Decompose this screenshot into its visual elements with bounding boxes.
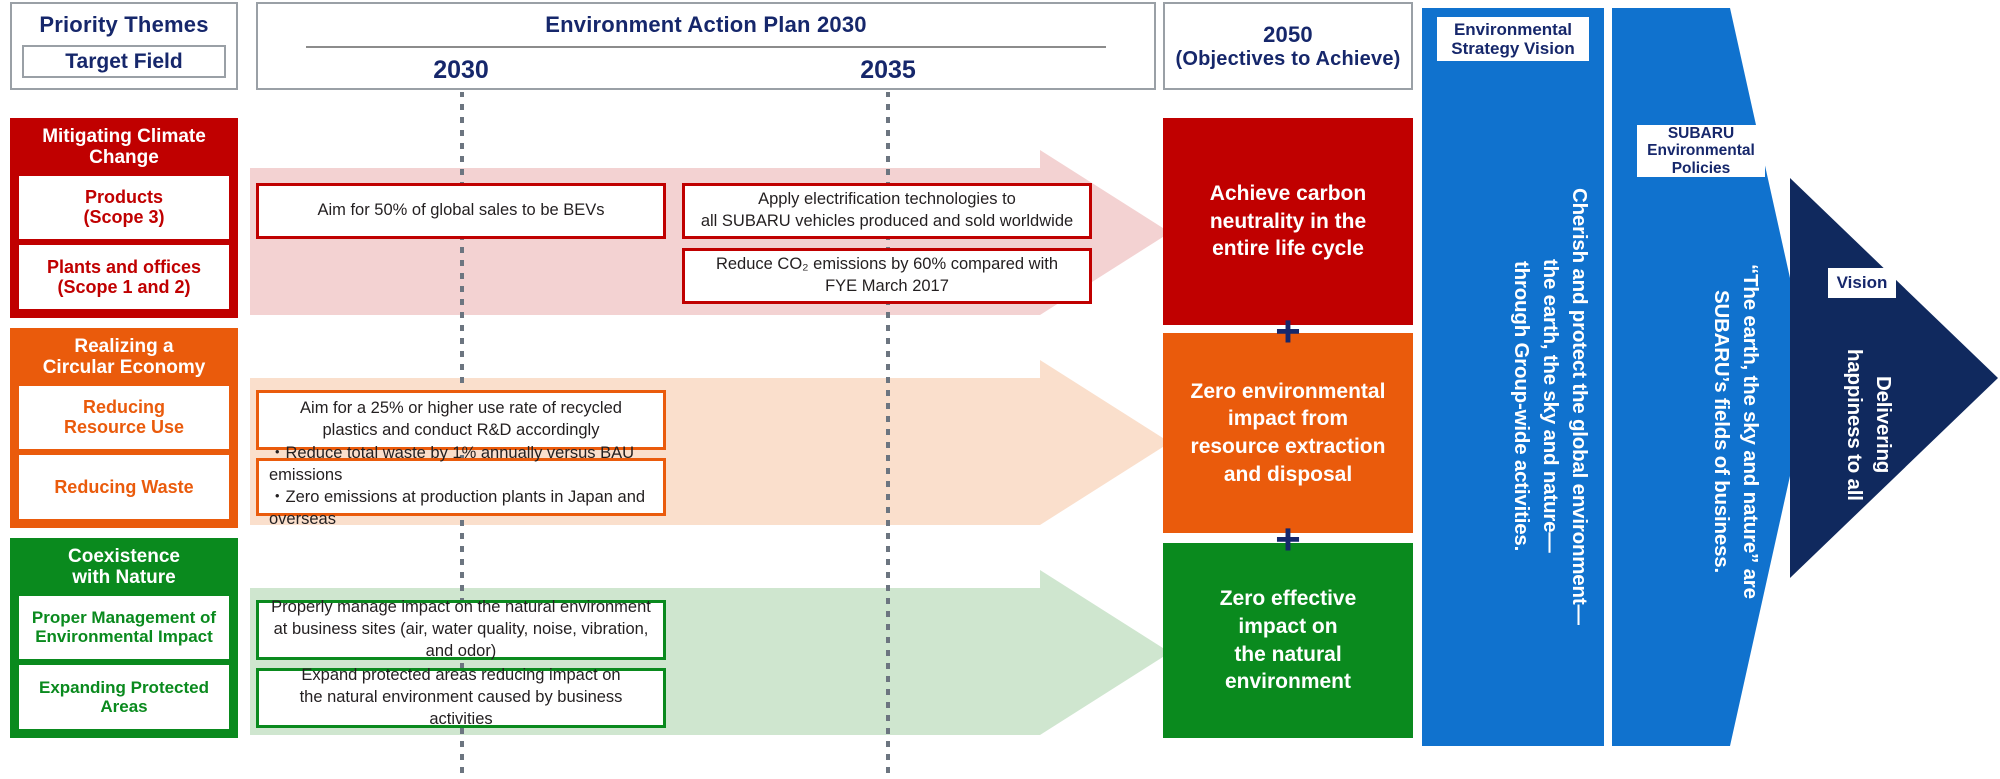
target-field-plants: Plants and offices (Scope 1 and 2) [19, 245, 229, 309]
environmental-strategy-vision-column [1422, 8, 1604, 746]
environmental-strategy-vision-text: Cherish and protect the global environme… [1434, 74, 1594, 738]
theme-title-climate: Mitigating Climate Change [42, 126, 206, 169]
target-field-plants-line2: (Scope 1 and 2) [57, 277, 191, 298]
objective-zero-env-line4: and disposal [1223, 462, 1353, 486]
action-box-waste-line1: ・Reduce total waste by 1% annually versu… [269, 444, 635, 485]
vision-text: Delivering happiness to all [1822, 305, 1898, 545]
action-box-protected-line1: Expand protected areas reducing impact o… [301, 666, 621, 685]
target-field-protected-line1: Expanding Protected [38, 678, 210, 698]
action-box-bev-2030: Aim for 50% of global sales to be BEVs [256, 183, 666, 239]
theme-title-circular-line2: Circular Economy [42, 357, 206, 379]
theme-title-line2: Change [89, 147, 159, 169]
objectives-year: 2050 [1263, 21, 1313, 47]
target-field-box: Target Field [22, 45, 226, 78]
target-field-products-line1: Products [84, 187, 163, 208]
action-box-electrification-2035: Apply electrification technologies to al… [682, 183, 1092, 239]
theme-title-nature-line2: with Nature [72, 567, 176, 589]
action-plan-title: Environment Action Plan 2030 [545, 12, 867, 37]
target-field-products-line2: (Scope 3) [83, 207, 165, 228]
subaru-environmental-policies-chip: SUBARU Environmental Policies [1637, 125, 1765, 177]
objective-carbon-line3: entire life cycle [1212, 237, 1364, 261]
objectives-subtitle: (Objectives to Achieve) [1175, 47, 1401, 70]
policies-chip-line2: Environmental [1647, 142, 1755, 160]
objective-zero-nature-line3: the natural [1234, 642, 1342, 666]
action-box-plastics-line1: Aim for a 25% or higher use rate of recy… [300, 399, 622, 418]
vision-text-line1: Delivering [1872, 376, 1895, 474]
year-label-2030: 2030 [433, 56, 489, 84]
action-box-manage-line2: at business sites (air, water quality, n… [273, 620, 649, 660]
action-box-co2-line2: FYE March 2017 [825, 277, 949, 295]
year-label-2035: 2035 [860, 56, 916, 84]
environmental-strategy-vision-chip: Environmental Strategy Vision [1437, 17, 1589, 61]
priority-themes-title: Priority Themes [39, 12, 209, 37]
target-field-env-impact-line1: Proper Management of [31, 608, 217, 628]
objective-zero-env-line3: resource extraction [1190, 435, 1386, 458]
action-box-protected-areas: Expand protected areas reducing impact o… [256, 666, 666, 728]
theme-title-nature-line1: Coexistence [68, 546, 180, 567]
action-box-electrification-line2: all SUBARU vehicles produced and sold wo… [700, 212, 1074, 230]
objective-carbon-line1: Achieve carbon [1209, 181, 1367, 205]
theme-block-circular: Realizing a Circular Economy Reducing Re… [10, 328, 238, 528]
plus-sign-2: + [1275, 515, 1301, 564]
strategy-chip-line1: Environmental [1453, 19, 1573, 39]
action-box-co2-2035: Reduce CO₂ emissions by 60% compared wit… [682, 248, 1092, 304]
action-plan-header: Environment Action Plan 2030 2030 2035 [256, 2, 1156, 90]
policies-text-line2: SUBARU’s fields of business. [1709, 289, 1733, 573]
target-field-resource-use: Reducing Resource Use [19, 385, 229, 450]
strategy-chip-line2: Strategy Vision [1451, 39, 1575, 58]
subaru-environmental-policies-text: “The earth, the sky and nature” are SUBA… [1637, 186, 1765, 676]
objective-zero-nature-impact: Zero effective impact on the natural env… [1163, 543, 1413, 738]
strategy-text-line3: through Group-wide activities. [1509, 260, 1533, 552]
target-field-protected-line2: Areas [100, 697, 148, 717]
action-box-manage-line1: Properly manage impact on the natural en… [271, 598, 651, 617]
objectives-header: 2050 (Objectives to Achieve) [1163, 2, 1413, 90]
vision-text-line2: happiness to all [1842, 349, 1866, 501]
action-box-recycled-plastics: Aim for a 25% or higher use rate of recy… [256, 390, 666, 450]
subaru-environmental-policies-arrow [1612, 8, 1812, 746]
theme-block-nature: Coexistence with Nature Proper Managemen… [10, 538, 238, 738]
target-field-env-impact-line2: Environmental Impact [35, 627, 213, 647]
target-field-products: Products (Scope 3) [19, 175, 229, 240]
objective-zero-nature-line1: Zero effective [1219, 587, 1357, 611]
target-field-waste-label: Reducing Waste [54, 477, 194, 498]
action-box-electrification-line1: Apply electrification technologies to [758, 190, 1016, 209]
action-box-protected-line2: the natural environment caused by busine… [299, 688, 623, 728]
action-box-manage-impact: Properly manage impact on the natural en… [256, 598, 666, 660]
action-box-waste-line2: ・Zero emissions at production plants in … [269, 488, 646, 528]
theme-title-nature: Coexistence with Nature [68, 546, 180, 589]
action-box-plastics-line2: plastics and conduct R&D accordingly [322, 421, 600, 439]
action-box-bev-text: Aim for 50% of global sales to be BEVs [317, 201, 605, 220]
plus-sign-1: + [1275, 307, 1301, 356]
policies-text-line1: “The earth, the sky and nature” are [1739, 263, 1762, 599]
theme-title-line1: Mitigating Climate [42, 126, 206, 147]
action-box-co2-line1: Reduce CO₂ emissions by 60% compared wit… [715, 255, 1059, 274]
policies-chip-line3: Policies [1671, 159, 1731, 177]
vision-chip: Vision [1828, 268, 1896, 298]
target-field-resource-line1: Reducing [82, 397, 165, 418]
target-field-env-impact: Proper Management of Environmental Impac… [19, 595, 229, 660]
year-rule [306, 46, 1106, 48]
action-box-waste-reduction: ・Reduce total waste by 1% annually versu… [256, 444, 666, 528]
target-field-plants-line1: Plants and offices [46, 256, 202, 277]
theme-block-climate: Mitigating Climate Change Products (Scop… [10, 118, 238, 318]
objective-zero-env-line1: Zero environmental [1190, 379, 1386, 403]
timeline-dotted-2035 [886, 92, 890, 779]
strategy-text-line1: Cherish and protect the global environme… [1568, 187, 1591, 625]
objective-zero-env-impact: Zero environmental impact from resource … [1163, 333, 1413, 533]
theme-title-circular-line1: Realizing a [74, 336, 174, 357]
objective-carbon-neutrality: Achieve carbon neutrality in the entire … [1163, 118, 1413, 325]
objective-zero-nature-line2: impact on [1238, 614, 1338, 638]
target-field-protected-areas: Expanding Protected Areas [19, 665, 229, 729]
theme-title-circular: Realizing a Circular Economy [43, 336, 206, 379]
objective-zero-env-line2: impact from [1227, 407, 1349, 431]
objective-carbon-line2: neutrality in the [1209, 209, 1367, 233]
target-field-resource-line2: Resource Use [63, 417, 185, 438]
strategy-text-line2: the earth, the sky and nature— [1538, 259, 1562, 553]
policies-chip-line1: SUBARU [1667, 124, 1735, 142]
target-field-waste: Reducing Waste [19, 455, 229, 519]
priority-themes-header: Priority Themes Target Field [10, 2, 238, 90]
objective-zero-nature-line4: environment [1224, 670, 1352, 694]
